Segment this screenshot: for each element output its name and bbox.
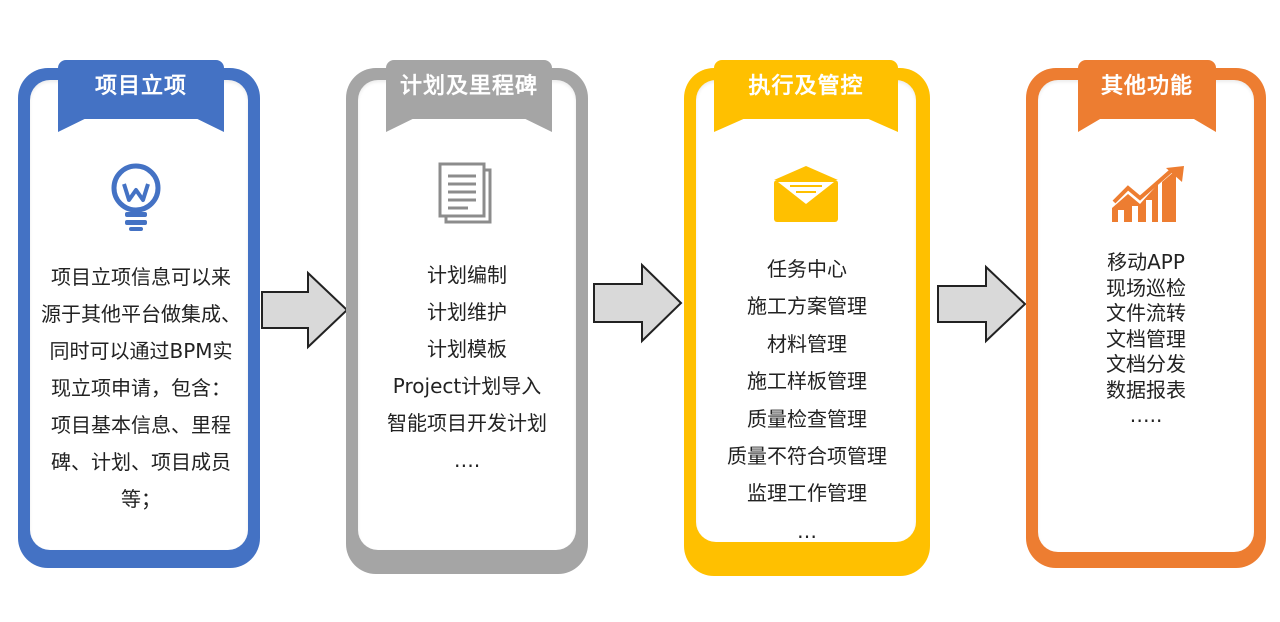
paragraph-line: 等； — [121, 487, 161, 511]
list-item: 文件流转 — [1106, 301, 1186, 325]
list-item: 文档管理 — [1106, 326, 1186, 351]
card-other-functions — [1026, 68, 1266, 568]
paragraph-line: 现立项申请，包含： — [51, 376, 231, 400]
list-item: 数据报表 — [1106, 377, 1186, 402]
list-item: 材料管理 — [767, 331, 847, 356]
card-project-initiation-body — [30, 80, 248, 550]
paragraph-project-initiation: 项目立项信息可以来 源于其他平台做集成、 同时可以通过BPM实 现立项申请，包含… — [36, 259, 246, 518]
list-item: …. — [453, 448, 481, 472]
flow-arrow-1 — [261, 270, 349, 350]
list-item: 质量检查管理 — [747, 406, 867, 431]
list-other-functions: 移动APP 现场巡检 文件流转 文档管理 文档分发 数据报表 ….. — [1026, 250, 1266, 429]
envelope-icon — [774, 166, 838, 222]
list-item: 计划模板 — [427, 337, 507, 361]
flow-arrow-2 — [593, 262, 683, 344]
card-plan-milestone — [346, 68, 588, 574]
list-item: 质量不符合项管理 — [727, 444, 887, 469]
list-item: 施工样板管理 — [747, 369, 867, 394]
list-item: … — [797, 518, 817, 543]
paragraph-line: 源于其他平台做集成、 — [41, 302, 241, 326]
list-item: 移动APP — [1107, 250, 1185, 274]
card-project-initiation — [18, 68, 260, 568]
flow-arrow-3 — [937, 264, 1027, 344]
paragraph-line: 项目立项信息可以来 — [51, 265, 231, 289]
list-item: Project计划导入 — [392, 374, 542, 398]
card-other-functions-body — [1038, 80, 1254, 552]
list-item: 文档分发 — [1106, 352, 1186, 376]
title-plan-milestone: 计划及里程碑 — [399, 74, 538, 99]
paragraph-line: 碑、计划、项目成员 — [51, 450, 231, 474]
lightbulb-icon — [111, 163, 161, 231]
list-plan-milestone: 计划编制 计划维护 计划模板 Project计划导入 智能项目开发计划 …. — [346, 257, 588, 479]
list-item: 智能项目开发计划 — [387, 411, 547, 435]
list-item: 监理工作管理 — [747, 481, 867, 506]
list-item: 计划维护 — [427, 300, 507, 324]
list-item: 任务中心 — [767, 257, 847, 281]
card-plan-milestone-body — [358, 80, 576, 550]
paragraph-line: 项目基本信息、里程 — [51, 413, 231, 437]
list-item: ….. — [1129, 403, 1163, 427]
card-execution-control — [684, 68, 930, 576]
list-item: 施工方案管理 — [747, 294, 867, 319]
growth-chart-icon — [1112, 166, 1184, 222]
list-item: 计划编制 — [427, 263, 507, 287]
title-project-initiation: 项目立项 — [94, 74, 187, 99]
list-execution-control: 任务中心 施工方案管理 材料管理 施工样板管理 质量检查管理 质量不符合项管理 … — [684, 251, 930, 550]
list-item: 现场巡检 — [1106, 275, 1186, 300]
title-execution-control: 执行及管控 — [748, 74, 864, 99]
card-execution-control-body — [696, 80, 916, 542]
document-icon — [438, 162, 492, 224]
title-other-functions: 其他功能 — [1100, 74, 1193, 99]
paragraph-line: 同时可以通过BPM实 — [49, 339, 233, 363]
